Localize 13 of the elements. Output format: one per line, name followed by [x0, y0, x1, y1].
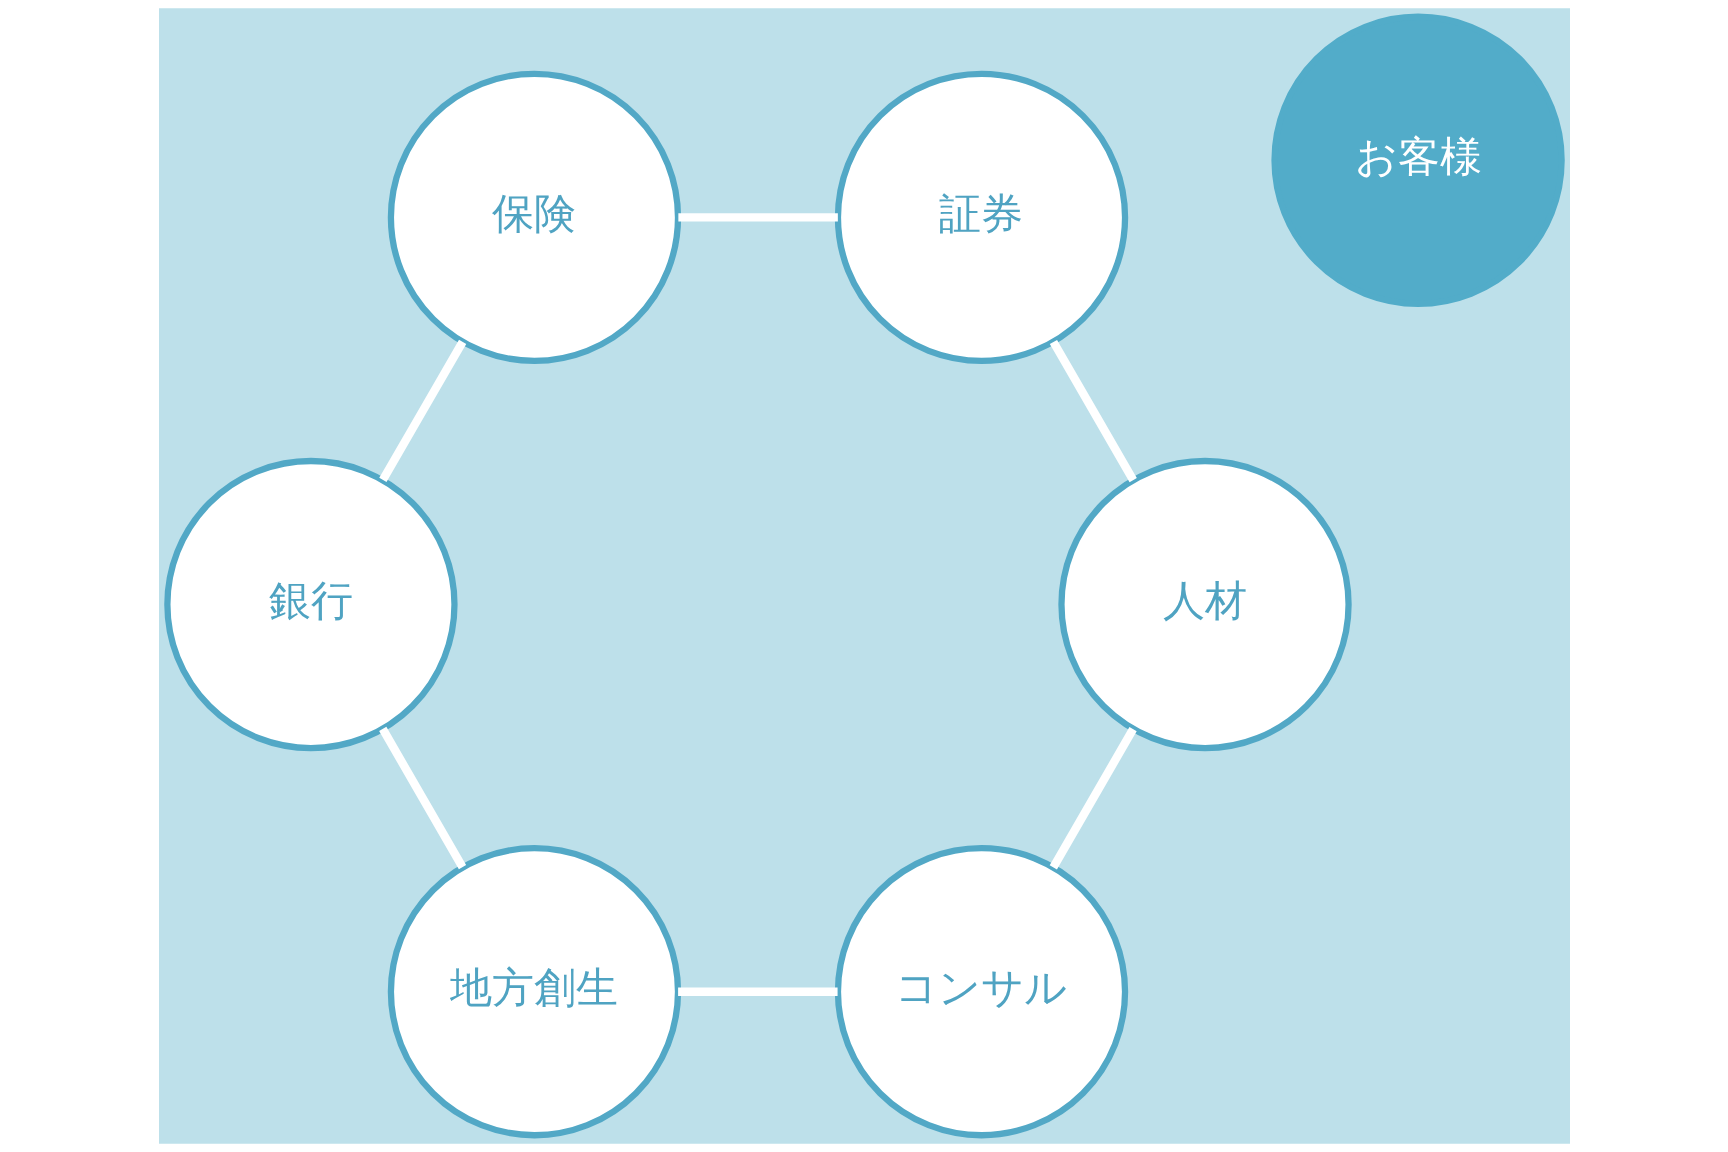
connector: [677, 213, 838, 222]
node-circle: 地方創生: [387, 845, 681, 1139]
connector: [378, 726, 466, 870]
connector: [677, 987, 838, 996]
connector: [378, 339, 466, 483]
node-circle: 人材: [1057, 457, 1352, 752]
node-circle: 証券: [834, 70, 1128, 365]
connector: [1049, 727, 1137, 870]
node-circle: コンサル: [834, 845, 1128, 1139]
node-circle: 銀行: [163, 457, 458, 752]
node-circle: 保険: [387, 70, 681, 365]
connector: [1049, 339, 1137, 483]
node-circle: お客様: [1270, 13, 1565, 307]
